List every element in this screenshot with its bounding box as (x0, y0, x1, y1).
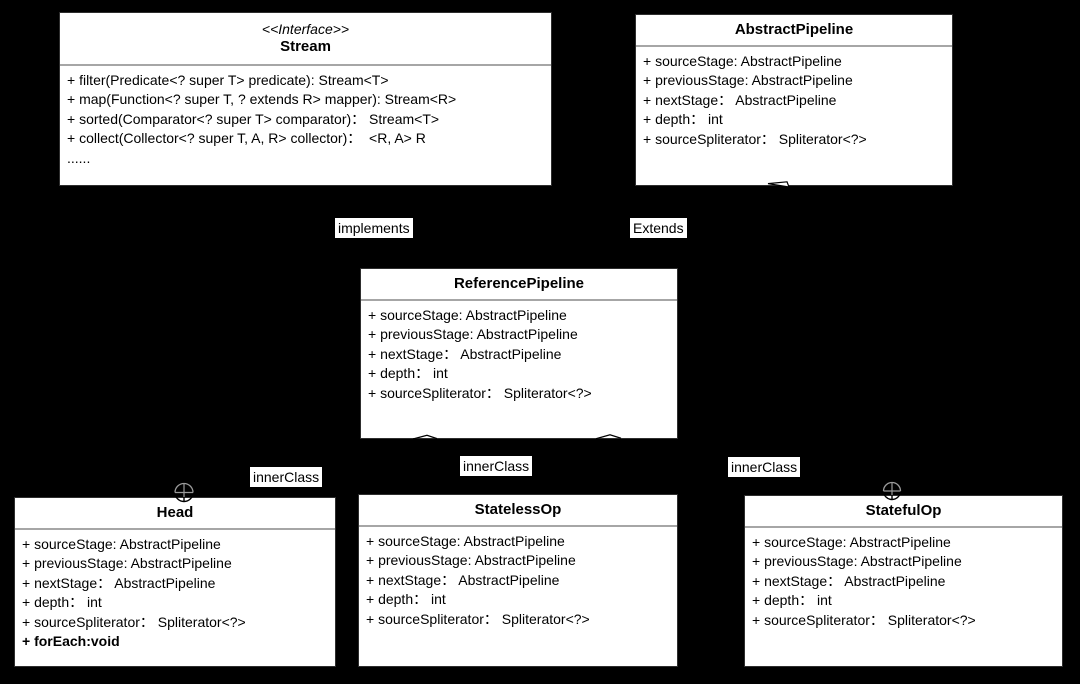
class-member: + filter(Predicate<? super T> predicate)… (67, 72, 389, 88)
class-member: + map(Function<? super T, ? extends R> m… (67, 91, 457, 108)
class-member: + sourceStage: AbstractPipeline (752, 534, 951, 550)
member-list: + filter(Predicate<? super T> predicate)… (60, 66, 551, 168)
class-member: ...... (67, 149, 91, 166)
class-header: AbstractPipeline (636, 15, 952, 47)
class-member: + depth： int (366, 591, 446, 608)
class-name: AbstractPipeline (734, 21, 854, 38)
class-box-head: Head + sourceStage: AbstractPipeline + p… (14, 497, 336, 667)
class-box-reference-pipeline: ReferencePipeline + sourceStage: Abstrac… (360, 268, 678, 439)
class-member: + sourceStage: AbstractPipeline (643, 53, 842, 69)
class-box-stateless-op: StatelessOp + sourceStage: AbstractPipel… (358, 494, 678, 667)
class-name: Head (156, 504, 194, 521)
class-member: + nextStage： AbstractPipeline (366, 571, 560, 588)
class-member: + sourceStage: AbstractPipeline (368, 307, 567, 323)
class-member: + sourceSpliterator： Spliterator<?> (752, 611, 976, 628)
relation-label-innerclass-head: innerClass (250, 467, 323, 487)
class-member: + nextStage： AbstractPipeline (752, 572, 946, 589)
class-member: + previousStage: AbstractPipeline (752, 553, 962, 570)
class-member: + depth： int (752, 592, 832, 609)
class-header: StatelessOp (359, 495, 677, 527)
class-box-stateful-op: StatefulOp + sourceStage: AbstractPipeli… (744, 495, 1063, 667)
class-member: + sourceSpliterator： Spliterator<?> (22, 613, 246, 630)
class-member: + previousStage: AbstractPipeline (368, 326, 578, 343)
class-member: + sorted(Comparator<? super T> comparato… (67, 110, 440, 127)
class-member: + sourceSpliterator： Spliterator<?> (643, 130, 867, 147)
class-name: StatelessOp (474, 501, 562, 518)
class-stereotype: <<Interface>> (261, 21, 350, 37)
relation-label-innerclass-stateful: innerClass (728, 457, 801, 477)
class-header: StatefulOp (745, 496, 1062, 528)
relation-label-extends: Extends (630, 218, 687, 238)
class-member: + previousStage: AbstractPipeline (366, 552, 576, 569)
class-box-abstract-pipeline: AbstractPipeline + sourceStage: Abstract… (635, 14, 953, 186)
class-member: + sourceStage: AbstractPipeline (22, 536, 221, 552)
class-box-stream: <<Interface>> Stream + filter(Predicate<… (59, 12, 552, 186)
class-name: Stream (280, 38, 331, 55)
class-member: + depth： int (643, 111, 723, 128)
class-member: + nextStage： AbstractPipeline (643, 91, 837, 108)
class-member: + collect(Collector<? super T, A, R> col… (67, 130, 426, 147)
class-member: + depth： int (368, 365, 448, 382)
class-header: Head (15, 498, 335, 530)
member-list: + sourceStage: AbstractPipeline + previo… (361, 301, 677, 403)
member-list: + sourceStage: AbstractPipeline + previo… (636, 47, 952, 149)
member-list: + sourceStage: AbstractPipeline + previo… (15, 530, 335, 651)
class-header: ReferencePipeline (361, 269, 677, 301)
class-header: <<Interface>> Stream (60, 13, 551, 66)
member-list: + sourceStage: AbstractPipeline + previo… (359, 527, 677, 629)
class-member: + sourceSpliterator： Spliterator<?> (368, 384, 592, 401)
class-member: + nextStage： AbstractPipeline (368, 345, 562, 362)
class-member: + previousStage: AbstractPipeline (643, 72, 853, 89)
class-member: + nextStage： AbstractPipeline (22, 574, 216, 591)
class-name: StatefulOp (865, 502, 942, 519)
member-list: + sourceStage: AbstractPipeline + previo… (745, 528, 1062, 630)
relation-label-innerclass-stateless: innerClass (460, 456, 533, 476)
class-member: + forEach:void (22, 633, 120, 650)
class-member: + sourceSpliterator： Spliterator<?> (366, 610, 590, 627)
class-member: + sourceStage: AbstractPipeline (366, 533, 565, 549)
class-name: ReferencePipeline (453, 275, 585, 292)
class-member: + previousStage: AbstractPipeline (22, 555, 232, 572)
class-member: + depth： int (22, 594, 102, 611)
relation-label-implements: implements (335, 218, 413, 238)
